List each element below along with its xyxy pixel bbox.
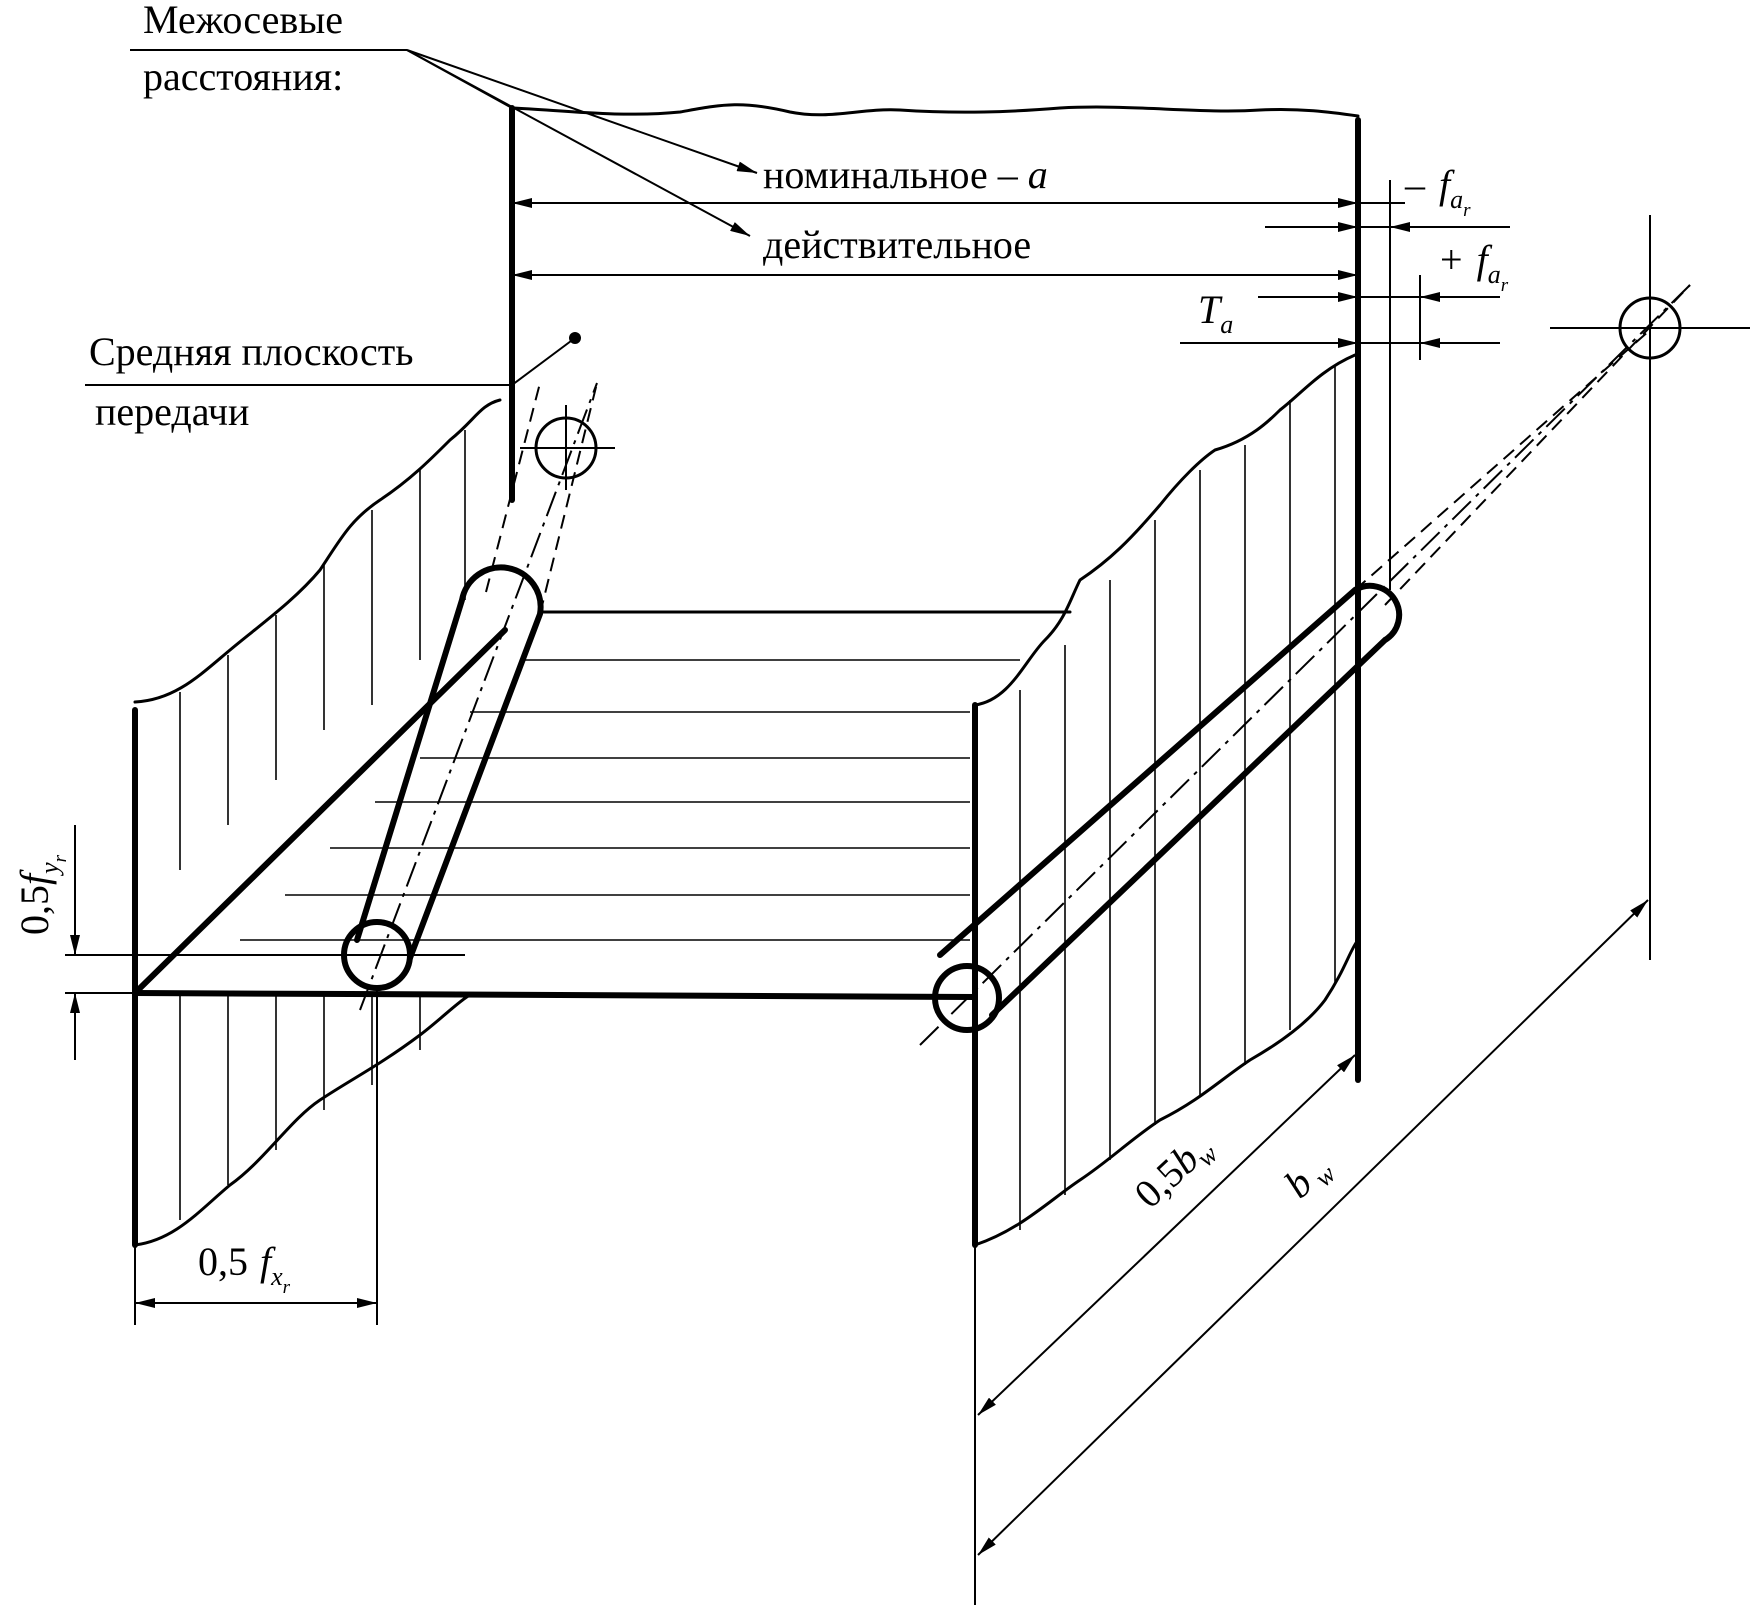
right-gear bbox=[972, 117, 1361, 1248]
fy-dimension bbox=[65, 825, 345, 1060]
plus-far-label: +far bbox=[1440, 237, 1509, 296]
left-shaft bbox=[341, 382, 615, 1011]
plus-far-sub: a bbox=[1488, 260, 1501, 289]
half-bw-label: 0,5bw bbox=[1125, 1124, 1223, 1221]
nominal-symbol: a bbox=[1028, 152, 1048, 197]
center-distances-label-line1: Межосевые bbox=[143, 0, 343, 42]
right-gear-hatching bbox=[1019, 365, 1336, 1230]
minus-far-sign: – bbox=[1404, 162, 1426, 207]
fx-prefix: 0,5 bbox=[198, 1239, 248, 1284]
fx-subsub: r bbox=[283, 1277, 291, 1298]
center-distances-label-line2: расстояния: bbox=[143, 54, 343, 99]
fy-prefix: 0,5 bbox=[12, 885, 57, 935]
nominal-text: номинальное – bbox=[763, 152, 1019, 197]
nominal-label: номинальное –a bbox=[763, 152, 1048, 197]
fy-label: 0,5fyr bbox=[12, 854, 71, 935]
fx-sub: x bbox=[270, 1262, 283, 1291]
plate-hatching bbox=[240, 659, 1020, 941]
actual-label: действительное bbox=[763, 222, 1031, 267]
ta-label: Ta bbox=[1198, 287, 1233, 339]
bw-label: bw bbox=[1275, 1144, 1341, 1211]
mid-plane-leader bbox=[85, 332, 581, 386]
left-gear-top-break bbox=[133, 398, 502, 704]
right-gear-top-break bbox=[973, 353, 1357, 707]
bw-dimensions bbox=[974, 899, 1649, 1605]
left-gear-hatching-top bbox=[179, 430, 466, 870]
mid-plane-label-line2: передачи bbox=[95, 389, 249, 434]
minus-far-subsub: r bbox=[1463, 200, 1471, 221]
left-gear-hatching-bottom bbox=[179, 995, 421, 1220]
fy-sub: y bbox=[35, 862, 64, 877]
fx-dimension bbox=[134, 990, 378, 1325]
left-gear bbox=[132, 398, 502, 1248]
minus-far-sub: a bbox=[1450, 185, 1463, 214]
plus-far-subsub: r bbox=[1501, 275, 1509, 296]
connecting-plate bbox=[132, 610, 1072, 1000]
ta-T: T bbox=[1198, 287, 1223, 332]
minus-far-label: –far bbox=[1404, 162, 1471, 221]
ta-sub: a bbox=[1220, 310, 1233, 339]
fy-subsub: r bbox=[50, 854, 71, 862]
mid-plane-label-line1: Средняя плоскость bbox=[89, 329, 413, 374]
upper-frame bbox=[509, 103, 1360, 503]
left-gear-bottom-break bbox=[133, 993, 472, 1247]
plus-far-sign: + bbox=[1440, 237, 1463, 282]
